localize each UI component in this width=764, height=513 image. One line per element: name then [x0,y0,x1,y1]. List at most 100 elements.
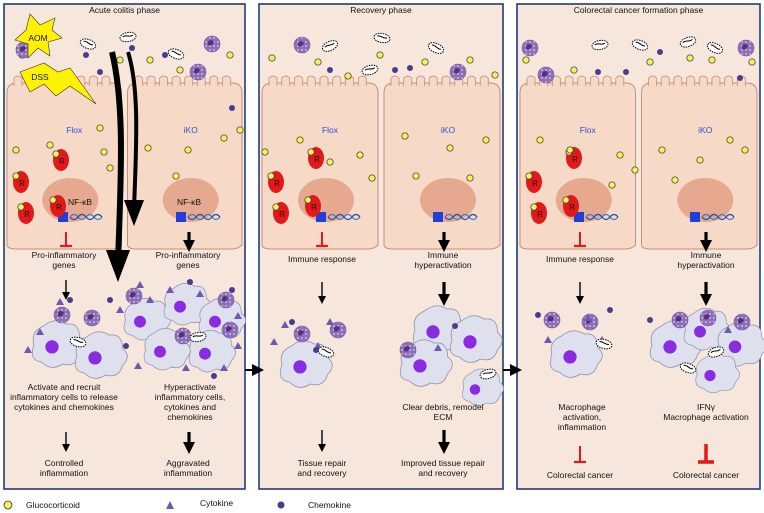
acute-right-cells-line-2: cytokines and [164,402,216,412]
glucocorticoid-legend-icon [3,500,13,510]
glucocorticoid-37 [708,56,716,64]
cancer-bacterium-3 [707,346,725,358]
microvillus [209,75,219,86]
glucocorticoid-7 [12,146,20,154]
acute-left-cells-line-2: cytokines and chemokines [14,402,114,412]
glucocorticoid-45 [726,136,734,144]
panel-2-cell-2 [383,82,501,250]
cancer-neutro-1 [543,311,561,329]
flox-label-1: Flox [66,125,83,135]
microvillus [590,75,599,86]
panel-title-1: Acute colitis phase [89,5,160,15]
penetration-arrow-2 [126,51,139,211]
glucocorticoid-47 [608,181,616,189]
microvillus [222,75,231,86]
panel-3-cell-2 [641,82,758,250]
acute-left-genes-line-1: genes [52,260,75,270]
glucocorticoid-34 [570,66,578,74]
receptor-0-a-letter: R [59,157,65,166]
bacterium-1 [119,31,137,43]
microvillus [648,75,657,86]
cancer-iko-macrophage-4 [695,353,740,394]
cancer-right-response-line-1: hyperactivation [677,260,734,270]
aom-label: AOM [28,33,47,43]
cancer-bacterium-1 [595,338,613,350]
cancer-cytokine-0 [584,314,592,321]
acute-chemokine-0 [67,297,73,303]
acute-cytokine-10 [182,364,190,371]
receptor-0-d-letter: R [24,210,30,219]
cancer-neutro-2 [581,313,599,331]
acute-neutro-3 [125,287,143,305]
acute-cytokine-12 [116,306,124,313]
acute-cytokine-7 [234,312,242,319]
receptor-2-d-letter: R [537,210,543,219]
recovery-cytokine-0 [281,321,289,328]
acute-neutro-4 [217,291,235,309]
cancer-right-cells-line-0: IFNγ [697,402,716,412]
microvillus [13,75,23,86]
dna-cancer-flox [574,212,619,222]
cancer-right-response-line-0: Immune [691,250,722,260]
receptor-0-c-glucocorticoid [49,196,57,204]
glucocorticoid-4 [176,66,184,74]
cancer-left-cells-line-0: Macrophage [558,402,606,412]
acute-flox-macrophage-2 [74,331,128,379]
neutrophil-lumen-2 [189,63,207,81]
glucocorticoid-11 [184,146,192,154]
cancer-left-outcome: Colorectal cancer [547,470,613,480]
panel-1-cell-2 [127,82,243,250]
acute-chemokine-3 [229,287,235,293]
recovery-cytokine-1 [270,338,278,345]
dna-recovery-flox [316,212,361,222]
glucocorticoid-30 [482,136,490,144]
glucocorticoid-33 [522,56,530,64]
penetration-arrow-1 [109,51,124,266]
microvillus [319,75,329,86]
microvillus [577,75,587,86]
receptor-1-b-glucocorticoid [267,172,275,180]
acute-right-cells-line-1: inflammatory cells, [155,392,225,402]
glucocorticoid-19 [376,51,384,59]
cancer-neutro-5 [733,313,751,331]
acute-right-genes-line-0: Pro-inflammatory [156,250,221,260]
legend-glucocorticoid: Glucocorticoid [26,500,80,510]
bacterium-4 [373,32,391,44]
neutrophil-lumen-6 [537,66,555,84]
bacterium-10 [707,42,723,54]
acute-cytokine-5 [166,286,174,293]
microvillus [686,75,695,86]
cancer-flox-macrophage [549,330,603,378]
acute-chemokine-1 [107,297,113,303]
dss-label: DSS [31,72,49,82]
microvillus [390,75,400,86]
acute-left-outcome-line-1: inflammation [40,468,88,478]
nfkb-iko: NF-κB [177,197,201,207]
flox-label-3: Flox [580,125,597,135]
glucocorticoid-9 [100,148,108,156]
recovery-neutro-2 [329,321,347,339]
bacterium-7 [591,39,609,51]
recovery-bacterium-1 [317,346,335,358]
receptor-1-a-glucocorticoid [307,148,315,156]
microvillus [357,75,367,86]
recovery-left-outcome-line-0: Tissue repair [298,458,347,468]
neutrophil-lumen-7 [737,39,755,57]
recovery-cytokine-4 [434,344,442,351]
acute-right-cells-line-3: chemokines [167,412,212,422]
microvillus [184,75,194,86]
cancer-right-outcome: Colorectal cancer [673,470,739,480]
glucocorticoid-36 [686,54,694,62]
glucocorticoid-20 [421,58,429,66]
recovery-left-outcome-line-1: and recovery [297,468,347,478]
iko-label-1: iKO [184,125,199,135]
iko-label-2: iKO [441,125,456,135]
iko-label-3: iKO [698,125,713,135]
lumen-chemokine-9 [623,69,629,75]
recovery-left-response: Immune response [288,254,356,264]
microvillus [660,75,670,86]
acute-right-outcome-line-1: inflammation [164,468,212,478]
recovery-bacterium-2 [479,368,497,380]
bacterium-6 [361,64,379,76]
recovery-right-outcome-line-1: and recovery [418,468,468,478]
